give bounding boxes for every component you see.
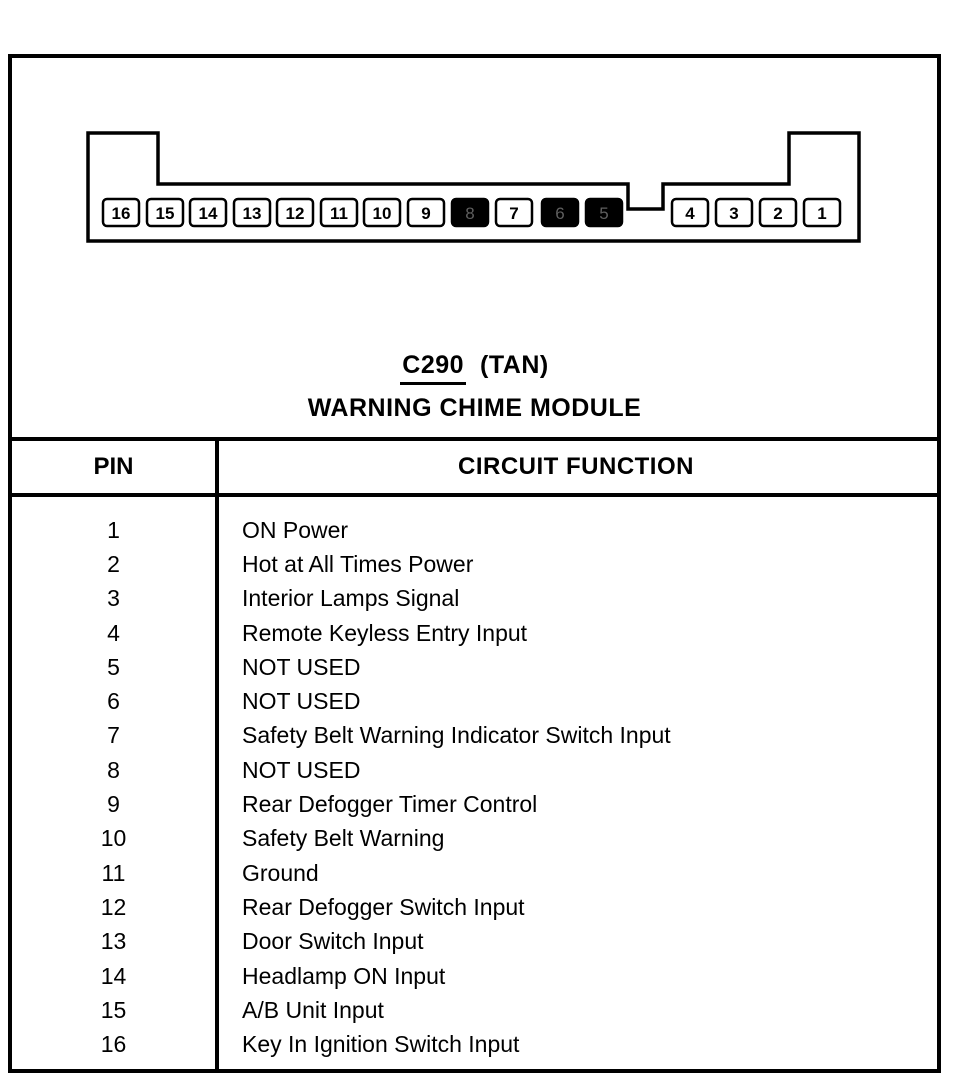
table-row: 11 Ground (12, 856, 937, 890)
pin-function-table: PIN CIRCUIT FUNCTION 1 ON Power 2 Hot at… (12, 437, 937, 1069)
table-row: 14 Headlamp ON Input (12, 959, 937, 993)
page-frame: 16 15 14 13 12 11 10 9 (8, 54, 941, 1073)
function-cell: Remote Keyless Entry Input (242, 619, 528, 646)
function-cell: Ground (242, 859, 319, 886)
pin-label: 5 (599, 204, 608, 223)
table-row: 7 Safety Belt Warning Indicator Switch I… (12, 719, 937, 753)
function-cell: NOT USED (242, 688, 361, 715)
pin-cell: 8 (107, 756, 120, 783)
pin-label: 3 (729, 204, 738, 223)
function-cell: Door Switch Input (242, 928, 424, 955)
pin-cell: 7 (107, 722, 120, 749)
table-row: 2 Hot at All Times Power (12, 547, 937, 581)
pin-cell: 6 (107, 688, 120, 715)
table-row: 5 NOT USED (12, 650, 937, 684)
pin-cell: 13 (100, 928, 127, 955)
pin-label: 14 (199, 204, 218, 223)
table-row: 8 NOT USED (12, 753, 937, 787)
pin-box-16: 16 (101, 197, 141, 228)
function-cell: NOT USED (242, 756, 361, 783)
function-cell: Interior Lamps Signal (242, 585, 460, 612)
pin-box-8: 8 (450, 197, 490, 228)
pin-box-11: 11 (319, 197, 359, 228)
connector-title: C290 (TAN) (12, 351, 937, 385)
pin-cell: 2 (107, 550, 120, 577)
pin-label: 16 (112, 204, 131, 223)
pin-cell: 14 (100, 962, 127, 989)
pin-cell: 15 (100, 996, 127, 1023)
function-cell: Rear Defogger Timer Control (242, 791, 538, 818)
table-row: 4 Remote Keyless Entry Input (12, 616, 937, 650)
table-row: 12 Rear Defogger Switch Input (12, 890, 937, 924)
header-circuit-function: CIRCUIT FUNCTION (458, 453, 694, 480)
pin-label: 9 (421, 204, 430, 223)
pin-box-4: 4 (670, 197, 710, 228)
table-row: 6 NOT USED (12, 684, 937, 718)
header-pin: PIN (93, 453, 134, 480)
table-row: 13 Door Switch Input (12, 925, 937, 959)
pin-label: 10 (373, 204, 392, 223)
table-column-divider (215, 441, 219, 1069)
table-header-row: PIN CIRCUIT FUNCTION (12, 441, 937, 497)
table-row: 16 Key In Ignition Switch Input (12, 1027, 937, 1061)
pin-label: 7 (509, 204, 518, 223)
pin-box-3: 3 (714, 197, 754, 228)
pin-box-6: 6 (540, 197, 580, 228)
pin-cell: 1 (107, 516, 120, 543)
pin-label: 13 (243, 204, 262, 223)
function-cell: A/B Unit Input (242, 996, 384, 1023)
pin-label: 12 (286, 204, 305, 223)
function-cell: Rear Defogger Switch Input (242, 893, 525, 920)
pin-cell: 12 (100, 893, 127, 920)
pin-label: 15 (156, 204, 175, 223)
pin-label: 6 (555, 204, 564, 223)
pin-cell: 16 (100, 1031, 127, 1058)
pin-box-1: 1 (802, 197, 842, 228)
connector-diagram: 16 15 14 13 12 11 10 9 (86, 131, 861, 243)
connector-outline (86, 131, 861, 243)
pin-box-7: 7 (494, 197, 534, 228)
pin-cell: 10 (100, 825, 127, 852)
table-row: 15 A/B Unit Input (12, 993, 937, 1027)
pin-box-15: 15 (145, 197, 185, 228)
pin-cell: 9 (107, 791, 120, 818)
pin-label: 11 (330, 204, 348, 223)
table-row: 10 Safety Belt Warning (12, 822, 937, 856)
pin-cell: 5 (107, 653, 120, 680)
pin-label: 1 (817, 204, 826, 223)
pin-cell: 11 (101, 859, 126, 886)
pin-label: 8 (465, 204, 474, 223)
pin-box-5: 5 (584, 197, 624, 228)
pin-box-14: 14 (188, 197, 228, 228)
function-cell: Headlamp ON Input (242, 962, 446, 989)
function-cell: Hot at All Times Power (242, 550, 474, 577)
connector-code: C290 (400, 351, 467, 385)
pin-box-2: 2 (758, 197, 798, 228)
pin-label: 2 (773, 204, 782, 223)
table-row: 1 ON Power (12, 513, 937, 547)
pin-box-13: 13 (232, 197, 272, 228)
connector-color-note: (TAN) (480, 351, 549, 379)
title-block: C290 (TAN) WARNING CHIME MODULE (12, 351, 937, 422)
pin-cell: 3 (107, 585, 120, 612)
pin-box-10: 10 (362, 197, 402, 228)
function-cell: Key In Ignition Switch Input (242, 1031, 520, 1058)
table-row: 3 Interior Lamps Signal (12, 582, 937, 616)
function-cell: Safety Belt Warning (242, 825, 445, 852)
pin-cell: 4 (107, 619, 120, 646)
table-row: 9 Rear Defogger Timer Control (12, 787, 937, 821)
function-cell: NOT USED (242, 653, 361, 680)
pin-box-12: 12 (275, 197, 315, 228)
table-body: 1 ON Power 2 Hot at All Times Power 3 In… (12, 497, 937, 1069)
pin-box-9: 9 (406, 197, 446, 228)
pin-label: 4 (685, 204, 695, 223)
function-cell: ON Power (242, 516, 349, 543)
module-name: WARNING CHIME MODULE (307, 394, 642, 422)
function-cell: Safety Belt Warning Indicator Switch Inp… (242, 722, 671, 749)
